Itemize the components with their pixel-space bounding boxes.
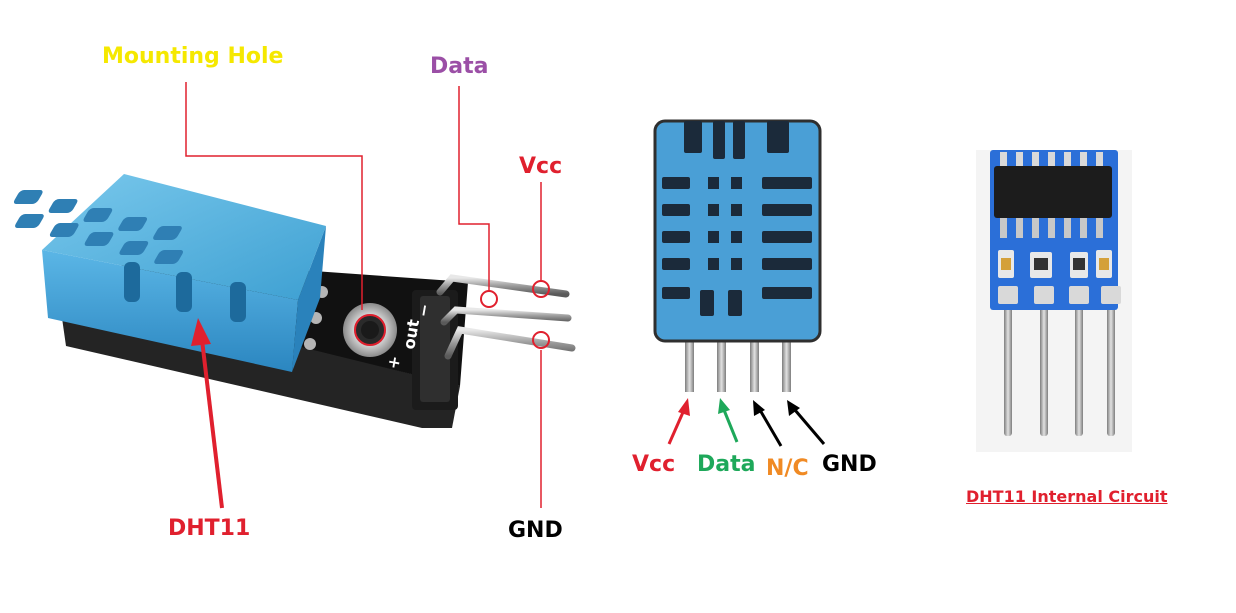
circuit-leg [1004,300,1012,436]
callout-ring-gnd [532,331,550,349]
circuit-leg [1107,300,1115,436]
sensor-pin-vcc [685,340,694,392]
housing-grille [13,190,183,264]
circuit-leg [1040,300,1048,436]
dht11-arrow [191,318,224,509]
label-vcc-module: Vcc [519,154,563,179]
callout-ring-data [480,290,498,308]
board-mark-out: out [399,317,423,350]
module-pins [436,274,576,360]
housing-front-slots [124,262,246,322]
housing-top [42,174,326,300]
board-mark-minus: − [413,302,434,319]
label-mounting-hole: Mounting Hole [102,44,284,69]
solder-pad [304,338,316,350]
label-pin-nc: N/C [766,456,809,481]
pin-top [436,274,570,298]
circuit-chip-pins [1000,218,1103,238]
pin-arrow-gnd [787,400,826,445]
pin-arrow-vcc [667,398,690,445]
mounting-hole-center [361,321,379,339]
callout-lines [185,82,542,508]
housing-front [42,250,298,372]
dht11-module-photo: + out − [13,82,576,509]
label-pin-gnd: GND [822,452,877,477]
sensor-pin-nc [750,340,759,392]
label-data-module: Data [430,54,489,79]
circuit-smd-parts [998,250,1112,278]
pin-arrow-nc [753,400,783,447]
label-dht11: DHT11 [168,516,251,541]
label-pin-vcc: Vcc [632,452,676,477]
sensor-grille [662,121,812,316]
board-mark-plus: + [383,354,404,371]
sensor-pin-data [717,340,726,392]
dht11-sensor-housing [13,174,326,372]
callout-ring-vcc [532,280,550,298]
circuit-leg [1075,300,1083,436]
callout-data-line [458,86,490,292]
caption-internal-circuit: DHT11 Internal Circuit [966,487,1168,506]
label-gnd-module: GND [508,518,563,543]
sensor-pin-gnd [782,340,791,392]
callout-ring-mounting-hole [354,314,386,346]
pin-bottom [444,326,576,360]
dht11-internal-circuit-photo [976,150,1132,452]
label-pin-data: Data [697,452,756,477]
circuit-top-pads [1000,152,1103,166]
callout-mounting-hole [185,82,363,310]
housing-side [292,226,326,372]
pin-middle [440,306,572,326]
dht11-pinout-drawing [653,119,826,447]
pin-arrow-data [718,398,739,443]
circuit-bottom-pads [998,286,1121,304]
circuit-ic-chip [994,166,1112,218]
